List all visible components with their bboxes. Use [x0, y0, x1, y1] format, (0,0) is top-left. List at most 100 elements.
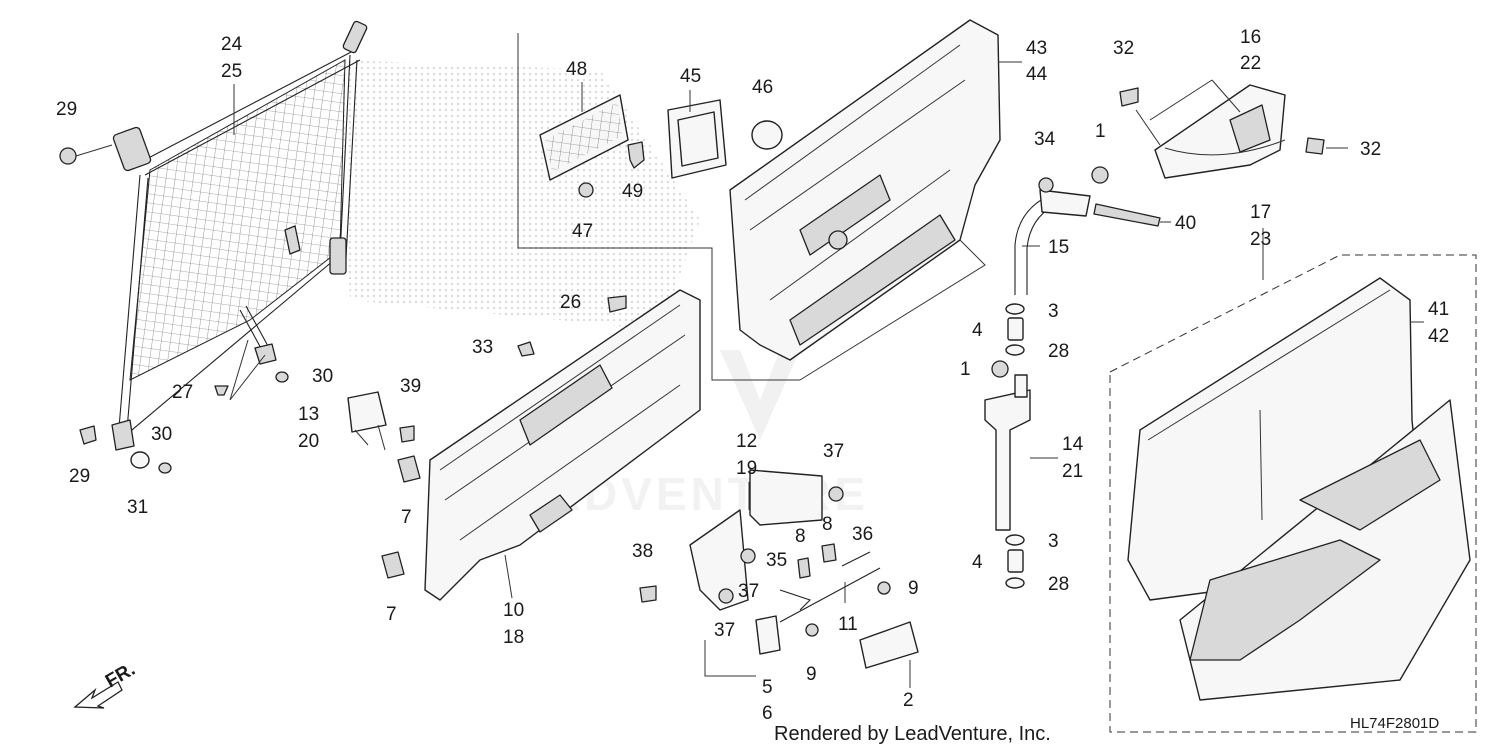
- callout-3-bottom: 3: [1048, 531, 1059, 552]
- net-anchor-lower: [254, 343, 277, 365]
- callout-24: 24: [221, 34, 243, 55]
- callout-35: 35: [766, 550, 787, 571]
- callout-39: 39: [400, 376, 421, 397]
- spring-8-right: [821, 543, 837, 563]
- leader-27: [229, 339, 266, 401]
- callout-leaders: [233, 61, 1424, 688]
- oring-3-bottom: [1005, 534, 1025, 546]
- bumper-7-lower: [381, 551, 405, 579]
- credit-text: Rendered by LeadVenture, Inc.: [774, 723, 1051, 745]
- oring-3-top: [1005, 303, 1025, 315]
- callout-33: 33: [472, 337, 493, 358]
- washer-34: [1038, 177, 1054, 193]
- callout-21: 21: [1062, 461, 1083, 482]
- plate-latch: [689, 509, 749, 611]
- nut-30-top: [275, 371, 289, 383]
- callout-44: 44: [1026, 64, 1048, 85]
- watermark-logo-icon: [720, 350, 800, 440]
- nut-37-low: [718, 588, 734, 604]
- bumper-7-upper: [397, 455, 421, 483]
- callout-47: 47: [572, 221, 593, 242]
- bolt-40: [1093, 203, 1161, 227]
- callout-37-top: 37: [823, 441, 844, 462]
- front-direction-marker: FR.: [73, 659, 139, 709]
- net-left-bar: [117, 174, 149, 443]
- washer-28-top: [1005, 344, 1025, 356]
- spring-8-left: [797, 557, 811, 579]
- callout-23: 23: [1250, 229, 1271, 250]
- callout-8-left: 8: [795, 526, 806, 547]
- diagram-code: HL74F2801D: [1350, 715, 1439, 732]
- clip-32-left: [1119, 87, 1139, 107]
- net-right-bar: [339, 54, 358, 259]
- door-panel-43-44-ribs: [744, 44, 966, 301]
- callout-18: 18: [503, 627, 524, 648]
- callout-7-top: 7: [401, 507, 412, 528]
- callout-41: 41: [1428, 299, 1449, 320]
- callout-19: 19: [736, 458, 757, 479]
- callout-32-right: 32: [1360, 139, 1381, 160]
- shade-region: [340, 60, 700, 330]
- callout-6: 6: [762, 703, 773, 724]
- nut-47: [578, 182, 594, 198]
- bracket-12-19: [749, 469, 823, 526]
- callout-28-top: 28: [1048, 341, 1069, 362]
- callout-30-bottom: 30: [151, 424, 172, 445]
- callout-29-bottom: 29: [69, 466, 90, 487]
- clip-9-bottom: [805, 623, 819, 637]
- clip-32-right: [1305, 137, 1325, 155]
- callout-labels: 24 25 29 29 27 30 30 31 48 45 46 47 49 4…: [56, 27, 1449, 724]
- washer-31: [130, 451, 150, 469]
- net-buckle-top: [112, 126, 152, 172]
- callout-30-top: 30: [312, 366, 333, 387]
- spring-35: [779, 589, 812, 611]
- door-skin-group: [1109, 228, 1477, 733]
- nut-37-top: [828, 486, 844, 502]
- callout-25: 25: [221, 61, 242, 82]
- decal-graphic: [1189, 539, 1381, 661]
- callout-38: 38: [632, 541, 653, 562]
- door-panel-43-44-pocket: [789, 214, 956, 346]
- callout-16: 16: [1240, 27, 1261, 48]
- bracket-13-20: [347, 391, 387, 433]
- callout-45: 45: [680, 66, 701, 87]
- subassembly-bracket-line: [517, 33, 800, 381]
- callout-13: 13: [298, 404, 319, 425]
- rod-11: [779, 567, 881, 623]
- callout-34: 34: [1034, 129, 1056, 150]
- callout-32-top: 32: [1113, 38, 1134, 59]
- leader-32-left: [1135, 109, 1161, 146]
- callout-20: 20: [298, 431, 319, 452]
- cover-45-inner: [677, 111, 719, 167]
- callout-42: 42: [1428, 326, 1449, 347]
- corner-cover: [1119, 79, 1325, 179]
- callout-7-bottom: 7: [386, 604, 397, 625]
- front-arrow-icon: [73, 681, 123, 709]
- door-panel-lower: [424, 289, 701, 601]
- pin-36: [841, 551, 871, 567]
- door-panel-43-44-hole: [828, 230, 848, 250]
- callout-12: 12: [736, 431, 757, 452]
- door-skin-contours: [1147, 289, 1391, 521]
- callout-29-top: 29: [56, 99, 77, 120]
- bolt-29-top: [59, 147, 77, 165]
- door-panel-upper: [729, 19, 1001, 381]
- cover-16-22-leaders: [1149, 79, 1241, 121]
- part-5-6: [755, 615, 781, 655]
- cap-1-top: [1091, 166, 1109, 184]
- net-center-clip: [284, 225, 301, 255]
- latch-hardware: [639, 469, 919, 677]
- nut-30-bottom: [158, 462, 172, 474]
- callout-49: 49: [622, 181, 643, 202]
- callout-3-top: 3: [1048, 301, 1059, 322]
- callout-9-bottom: 9: [806, 664, 817, 685]
- callout-26: 26: [560, 292, 581, 313]
- hinge-assembly: [984, 166, 1161, 589]
- door-panel-43-44-extension: [799, 239, 986, 381]
- net-anchor-bottom: [111, 419, 135, 451]
- screw-33: [517, 341, 535, 357]
- hinge-14-21: [984, 389, 1031, 531]
- bracket-13-20-leaders: [354, 424, 386, 451]
- callout-15: 15: [1048, 237, 1069, 258]
